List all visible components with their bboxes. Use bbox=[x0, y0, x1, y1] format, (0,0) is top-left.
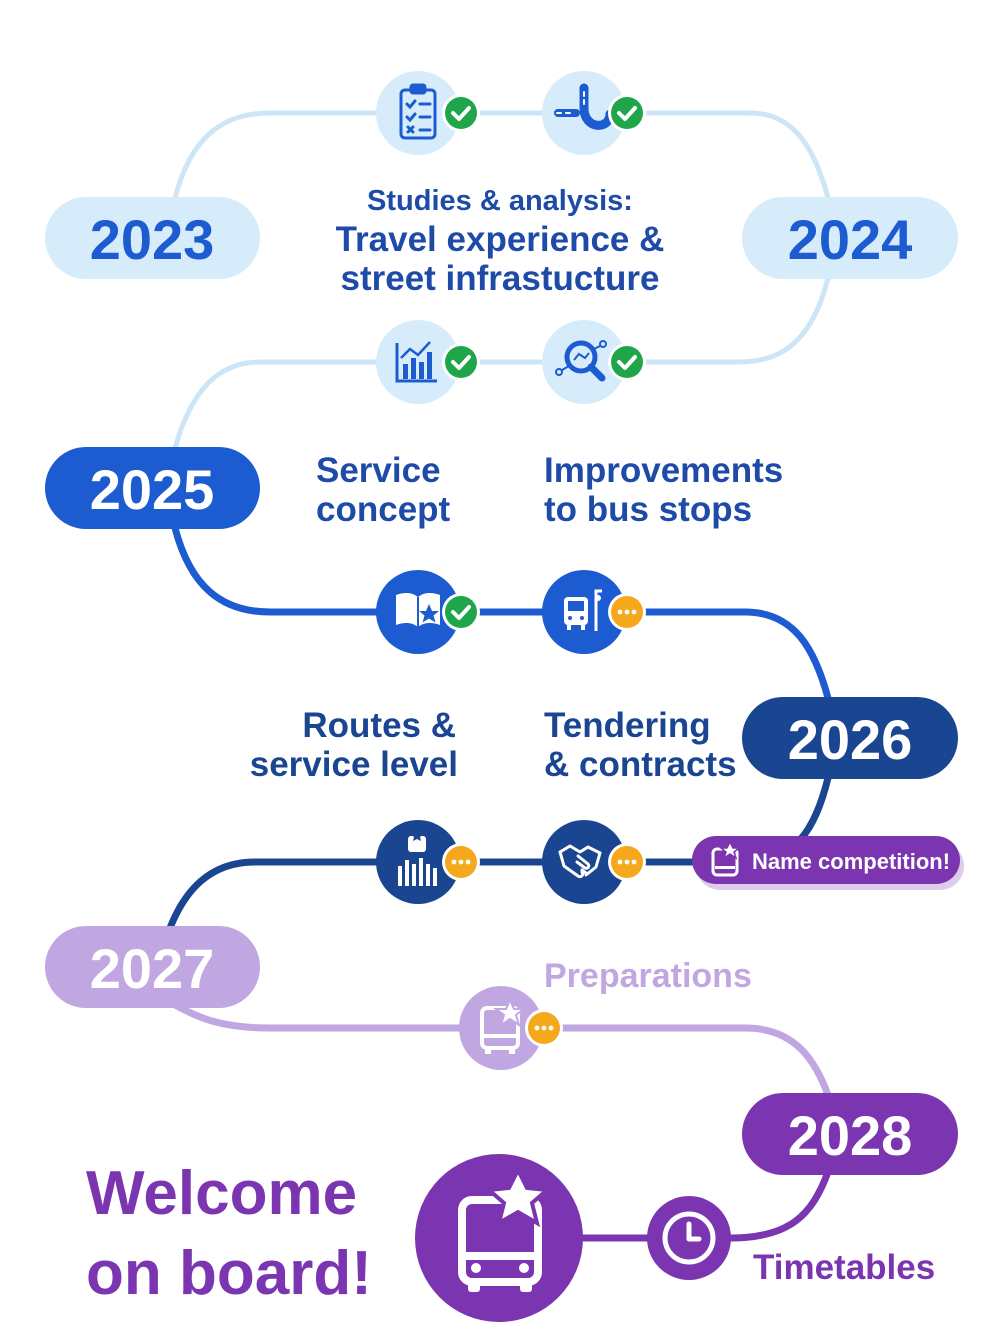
year-pill-2026: 2026 bbox=[742, 697, 958, 779]
track-2024-2025 bbox=[172, 275, 831, 451]
check-badge-icon bbox=[608, 94, 646, 132]
welcome-line1: Welcome bbox=[86, 1159, 357, 1228]
checklist-icon bbox=[399, 83, 437, 140]
track-2027-2028 bbox=[171, 1001, 832, 1099]
bar-chart-icon bbox=[395, 341, 437, 383]
tendering-line2: & contracts bbox=[544, 745, 737, 784]
milestone-studies-checklist bbox=[376, 71, 480, 155]
studies-heading: Studies & analysis: bbox=[367, 185, 633, 217]
routes-line2: service level bbox=[250, 745, 458, 784]
milestone-bus-stop-improvements bbox=[542, 570, 646, 654]
in-progress-badge-icon bbox=[525, 1009, 563, 1047]
year-pill-2024: 2024 bbox=[742, 197, 958, 279]
bus-star-large-icon bbox=[458, 1165, 552, 1292]
studies-label: Studies & analysis: Travel experience & … bbox=[336, 185, 665, 298]
track-2023-2024 bbox=[172, 110, 831, 201]
welcome-label: Welcome on board! bbox=[86, 1159, 372, 1308]
in-progress-badge-icon bbox=[608, 593, 646, 631]
check-badge-icon bbox=[442, 94, 480, 132]
name-competition-badge: Name competition! bbox=[692, 836, 964, 890]
year-pill-2028: 2028 bbox=[742, 1093, 958, 1175]
bus-star-small-icon bbox=[711, 840, 742, 877]
track-2028-goal bbox=[556, 1168, 832, 1242]
handshake-icon bbox=[558, 844, 602, 879]
tendering-label: Tendering & contracts bbox=[544, 706, 737, 784]
service-concept-label: Service concept bbox=[316, 451, 451, 529]
tendering-line1: Tendering bbox=[544, 706, 711, 745]
year-2024-label: 2024 bbox=[788, 208, 913, 271]
bus-bars-icon bbox=[398, 830, 437, 886]
timetables-label: Timetables bbox=[753, 1248, 935, 1287]
year-2026-label: 2026 bbox=[788, 708, 913, 771]
milestone-preparations bbox=[459, 986, 563, 1070]
milestone-studies-infrastructure bbox=[542, 71, 646, 155]
milestone-tendering-contracts bbox=[542, 820, 646, 904]
milestone-bus-stop-analysis bbox=[542, 320, 646, 404]
improvements-label: Improvements to bus stops bbox=[544, 451, 783, 529]
welcome-line2: on board! bbox=[86, 1239, 372, 1308]
in-progress-badge-icon bbox=[608, 843, 646, 881]
year-2028-label: 2028 bbox=[788, 1104, 913, 1167]
studies-line1: Travel experience & bbox=[336, 220, 665, 259]
year-2023-label: 2023 bbox=[90, 208, 215, 271]
magnifier-network-icon bbox=[555, 340, 607, 382]
year-pill-2025: 2025 bbox=[45, 447, 260, 529]
milestone-routes-service-level bbox=[376, 820, 480, 904]
clock-icon bbox=[662, 1211, 716, 1265]
improvements-line2: to bus stops bbox=[544, 490, 752, 529]
in-progress-badge-icon bbox=[442, 843, 480, 881]
year-2025-label: 2025 bbox=[90, 458, 215, 521]
year-2027-label: 2027 bbox=[90, 937, 215, 1000]
check-badge-icon bbox=[442, 593, 480, 631]
improvements-line1: Improvements bbox=[544, 451, 783, 490]
milestone-launch bbox=[415, 1154, 583, 1322]
book-star-icon bbox=[396, 592, 440, 627]
service-line2: concept bbox=[316, 490, 451, 529]
timeline-track bbox=[166, 110, 832, 1242]
routes-label: Routes & service level bbox=[250, 706, 458, 784]
check-badge-icon bbox=[608, 343, 646, 381]
studies-line2: street infrastucture bbox=[341, 259, 660, 298]
year-pill-2027: 2027 bbox=[45, 926, 260, 1008]
name-competition-label: Name competition! bbox=[752, 849, 950, 874]
bus-stop-icon bbox=[564, 589, 602, 631]
preparations-label: Preparations bbox=[544, 957, 752, 995]
track-2026-2027 bbox=[166, 774, 832, 932]
routes-line1: Routes & bbox=[302, 706, 456, 745]
track-2025-2026 bbox=[171, 524, 832, 702]
milestone-service-concept-analysis bbox=[376, 320, 480, 404]
check-badge-icon bbox=[442, 343, 480, 381]
milestone-timetables bbox=[647, 1196, 731, 1280]
service-line1: Service bbox=[316, 451, 441, 490]
year-pill-2023: 2023 bbox=[45, 197, 260, 279]
milestone-service-concept bbox=[376, 570, 480, 654]
bus-star-icon bbox=[480, 997, 527, 1054]
